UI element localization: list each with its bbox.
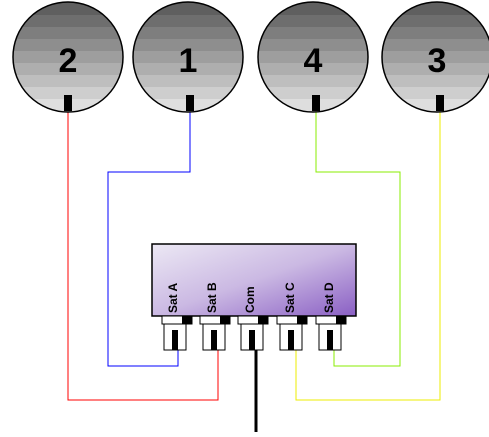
dish-number-label: 1	[179, 42, 198, 80]
port-label-sat-c: Sat C	[283, 282, 297, 313]
lnb-port	[64, 95, 72, 111]
connector-sat-c	[276, 315, 308, 351]
port-label-sat-a: Sat A	[166, 282, 180, 313]
lnb-port	[436, 95, 444, 111]
lnb-port	[312, 95, 320, 111]
connector-sat-a	[161, 315, 193, 351]
dish-3: 3	[381, 1, 489, 113]
dish-number-label: 4	[304, 42, 323, 80]
dish-number-label: 3	[428, 42, 447, 80]
cable-dish3-sat-c	[295, 112, 441, 401]
dish-4: 4	[257, 1, 369, 113]
dish-number-label: 2	[59, 42, 78, 80]
port-label-sat-d: Sat D	[322, 282, 336, 313]
cable-dish1-sat-b	[107, 112, 191, 367]
dish-1: 1	[132, 1, 244, 113]
connector-com	[237, 315, 269, 351]
lnb-port	[186, 95, 194, 111]
dish-2: 2	[12, 1, 124, 113]
connector-sat-d	[315, 315, 347, 351]
diseqc-switch: Sat A Sat B Com Sat C Sat D	[151, 243, 357, 351]
connector-sat-b	[199, 315, 231, 351]
port-label-sat-b: Sat B	[205, 282, 219, 313]
port-label-com: Com	[243, 286, 257, 313]
cable-dish2-sat-a	[67, 112, 219, 401]
cable-dish4-sat-d	[315, 112, 401, 367]
